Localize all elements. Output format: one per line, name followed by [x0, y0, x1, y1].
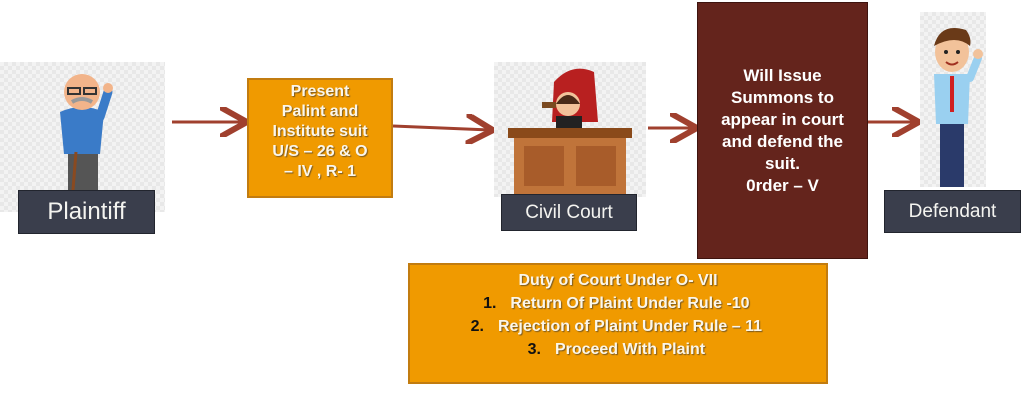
civil-court-text: Civil Court	[525, 201, 613, 223]
summons-line: suit.	[765, 153, 800, 173]
duty-item-text: Proceed With Plaint	[554, 341, 706, 358]
defendant-label: Defendant	[884, 190, 1021, 233]
civil-court-label: Civil Court	[501, 194, 637, 231]
summons-line: and defend the	[722, 131, 843, 151]
summons-line: appear in court	[721, 109, 844, 129]
summons-line: Summons to	[731, 87, 834, 107]
duty-item-text: Rejection of Plaint Under Rule – 11	[497, 318, 763, 335]
plaintiff-label: Plaintiff	[18, 190, 155, 234]
duty-item: 3. Proceed With Plaint	[380, 338, 826, 361]
duty-item-number: 1.	[483, 295, 497, 312]
duty-item-number: 3.	[527, 341, 541, 358]
present-plaint-box: Present Palint and Institute suit U/S – …	[247, 78, 393, 198]
duty-item-text: Return Of Plaint Under Rule -10	[510, 295, 750, 312]
summons-line: 0rder – V	[746, 175, 819, 195]
duty-of-court-box: Duty of Court Under O- VII 1. Return Of P…	[408, 263, 828, 384]
duty-item-number: 2.	[470, 318, 484, 335]
present-line: Institute suit	[272, 123, 368, 140]
plaintiff-illustration	[0, 62, 165, 212]
summons-line: Will Issue	[743, 65, 822, 85]
duty-title: Duty of Court Under O- VII	[518, 272, 718, 289]
duty-item: 1. Return Of Plaint Under Rule -10	[380, 292, 826, 315]
present-line: Present	[290, 83, 350, 100]
defendant-illustration	[920, 12, 986, 187]
duty-item: 2. Rejection of Plaint Under Rule – 11	[380, 315, 826, 338]
arrow-present-to-court	[392, 126, 490, 130]
present-line: – IV , R- 1	[283, 163, 357, 180]
judge-illustration	[494, 62, 646, 197]
summons-box: Will Issue Summons to appear in court an…	[697, 2, 868, 259]
summons-text: Will Issue Summons to appear in court an…	[721, 65, 844, 197]
defendant-text: Defendant	[908, 200, 997, 222]
present-line: Palint and	[281, 103, 359, 120]
plaintiff-text: Plaintiff	[47, 198, 126, 225]
present-line: U/S – 26 & O	[272, 143, 368, 160]
